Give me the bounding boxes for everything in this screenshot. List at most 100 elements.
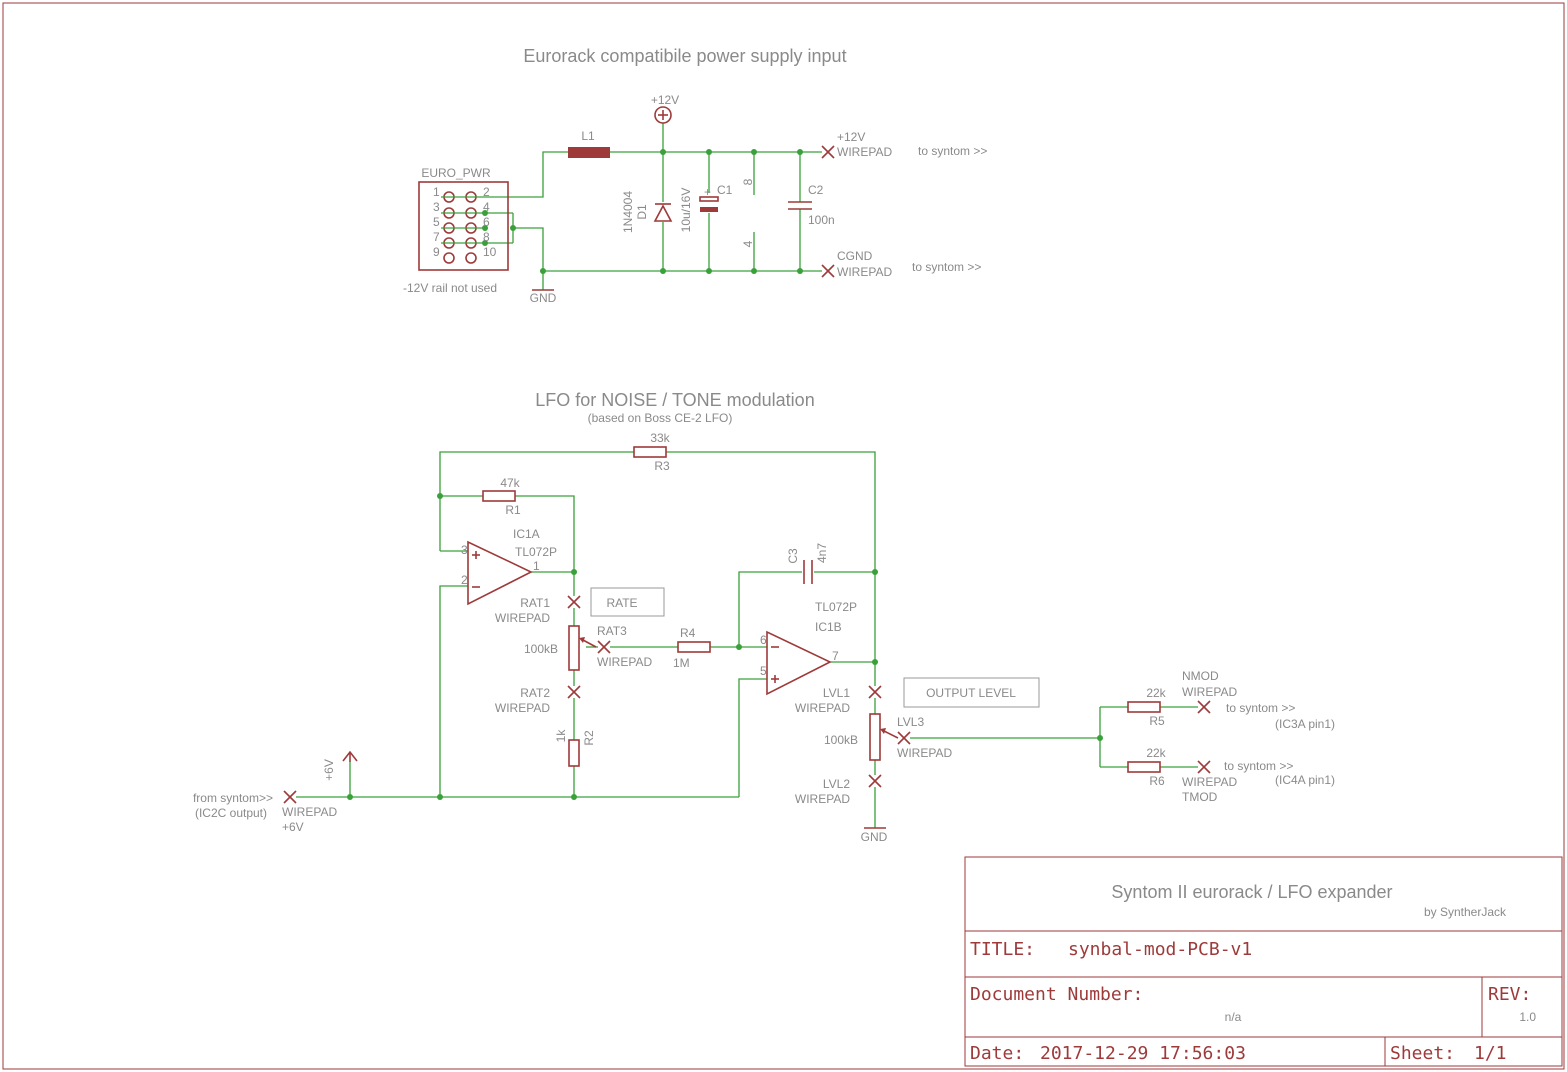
pad-tmod-marker[interactable] <box>1197 760 1211 774</box>
pot2-value: 100kB <box>824 733 858 747</box>
pad-cgnd-name: CGND <box>837 249 873 263</box>
pad-12v-note: to syntom >> <box>918 144 987 158</box>
input-pad-name: +6V <box>282 820 304 834</box>
rate-box <box>590 587 665 617</box>
diode-d1 <box>653 203 673 222</box>
nmod-type: WIREPAD <box>1182 685 1237 699</box>
r2-value: 1k <box>554 729 568 743</box>
power-wires <box>485 123 822 290</box>
pin-label: 4 <box>483 200 490 214</box>
supply-6v-label: +6V <box>322 759 336 781</box>
power-junctions <box>482 149 803 274</box>
ic1a-type: TL072P <box>515 545 557 559</box>
resistor-r3 <box>633 446 667 458</box>
lfo-junctions <box>347 493 1103 800</box>
rev-label: REV: <box>1488 984 1531 1005</box>
ic1b-pin7: 7 <box>832 649 839 663</box>
pad-rat3-marker[interactable] <box>597 640 611 654</box>
resistor-r6 <box>1127 761 1161 773</box>
pin-label: 5 <box>433 215 440 229</box>
c2-value: 100n <box>808 213 835 227</box>
r1-name: R1 <box>505 503 521 517</box>
euro-pwr-connector <box>418 181 509 271</box>
tmod-note-1: to syntom >> <box>1224 759 1293 773</box>
lfo-wires <box>296 451 1198 828</box>
title-block <box>964 856 1563 1067</box>
pad-12v-marker[interactable] <box>821 145 835 159</box>
ic-pin8-label: 8 <box>741 178 755 185</box>
pad-cgnd-type: WIREPAD <box>837 265 892 279</box>
pin-label: 1 <box>433 185 440 199</box>
capacitor-c1 <box>699 196 719 212</box>
ic-pin4-label: 4 <box>741 240 755 247</box>
gnd-label: GND <box>530 291 557 305</box>
ic1a-pin3: 3 <box>461 543 468 557</box>
pad-rat2-marker[interactable] <box>567 685 581 699</box>
project-author: by SyntherJack <box>1424 905 1507 919</box>
r4-name: R4 <box>680 626 696 640</box>
r6-value: 22k <box>1146 746 1166 760</box>
lfo-section-subtitle: (based on Boss CE-2 LFO) <box>588 411 733 425</box>
sheet-label: Sheet: <box>1390 1043 1455 1064</box>
pot1-value: 100kB <box>524 642 558 656</box>
output-level-box <box>903 677 1040 708</box>
ic1a-name: IC1A <box>513 527 540 541</box>
pad-lvl3-marker[interactable] <box>897 731 911 745</box>
capacitor-c3 <box>803 560 813 584</box>
rate-box-label: RATE <box>606 596 637 610</box>
title-value: synbal-mod-PCB-v1 <box>1068 939 1252 960</box>
c1-polarity: + <box>704 185 711 199</box>
r1-value: 47k <box>500 476 520 490</box>
capacitor-c2 <box>788 201 812 210</box>
nmod-note-2: (IC3A pin1) <box>1275 717 1335 731</box>
d1-value: 1N4004 <box>621 191 635 233</box>
ic1a-pin1: 1 <box>533 559 540 573</box>
pad-nmod-marker[interactable] <box>1197 700 1211 714</box>
ic1b-pin5: 5 <box>760 664 767 678</box>
doc-number-label: Document Number: <box>970 984 1143 1005</box>
rail-note: -12V rail not used <box>403 281 497 295</box>
pin-label: 7 <box>433 230 440 244</box>
rev-value: 1.0 <box>1519 1010 1536 1024</box>
r3-name: R3 <box>654 459 670 473</box>
c3-value: 4n7 <box>815 543 829 563</box>
pad-12v-type: WIREPAD <box>837 145 892 159</box>
ic1b-pin6: 6 <box>760 633 767 647</box>
pin-label: 8 <box>483 230 490 244</box>
r2-name: R2 <box>582 730 596 746</box>
pad-lvl1-marker[interactable] <box>868 685 882 699</box>
potentiometer-rate <box>568 625 597 671</box>
pad-cgnd-note: to syntom >> <box>912 260 981 274</box>
gnd-label-lfo: GND <box>861 830 888 844</box>
tmod-note-2: (IC4A pin1) <box>1275 773 1335 787</box>
c2-name: C2 <box>808 183 824 197</box>
lvl2-type: WIREPAD <box>795 792 850 806</box>
pad-rat1-marker[interactable] <box>567 595 581 609</box>
pad-cgnd-marker[interactable] <box>821 264 835 278</box>
lfo-section-title: LFO for NOISE / TONE modulation <box>535 390 814 410</box>
nmod-note-1: to syntom >> <box>1226 701 1295 715</box>
r3-value: 33k <box>650 431 670 445</box>
pad-lvl2-marker[interactable] <box>868 774 882 788</box>
date-value: 2017-12-29 17:56:03 <box>1040 1043 1246 1064</box>
inductor-l1 <box>568 147 610 158</box>
rat3-name: RAT3 <box>597 624 627 638</box>
pin-label: 3 <box>433 200 440 214</box>
pad-12v-name: +12V <box>837 130 865 144</box>
supply-12v-label: +12V <box>651 93 679 107</box>
sheet-value: 1/1 <box>1474 1043 1507 1064</box>
rat2-type: WIREPAD <box>495 701 550 715</box>
l1-label: L1 <box>581 129 595 143</box>
lvl2-name: LVL2 <box>823 777 850 791</box>
connector-label: EURO_PWR <box>421 166 491 180</box>
tmod-name: TMOD <box>1182 790 1218 804</box>
c1-name: C1 <box>717 183 733 197</box>
pad-6v-input-marker[interactable] <box>283 790 297 804</box>
ic1b-type: TL072P <box>815 600 857 614</box>
rat2-name: RAT2 <box>520 686 550 700</box>
lvl3-name: LVL3 <box>897 715 924 729</box>
ic1b-name: IC1B <box>815 620 842 634</box>
pin-label: 9 <box>433 245 440 259</box>
resistor-r5 <box>1127 701 1161 713</box>
